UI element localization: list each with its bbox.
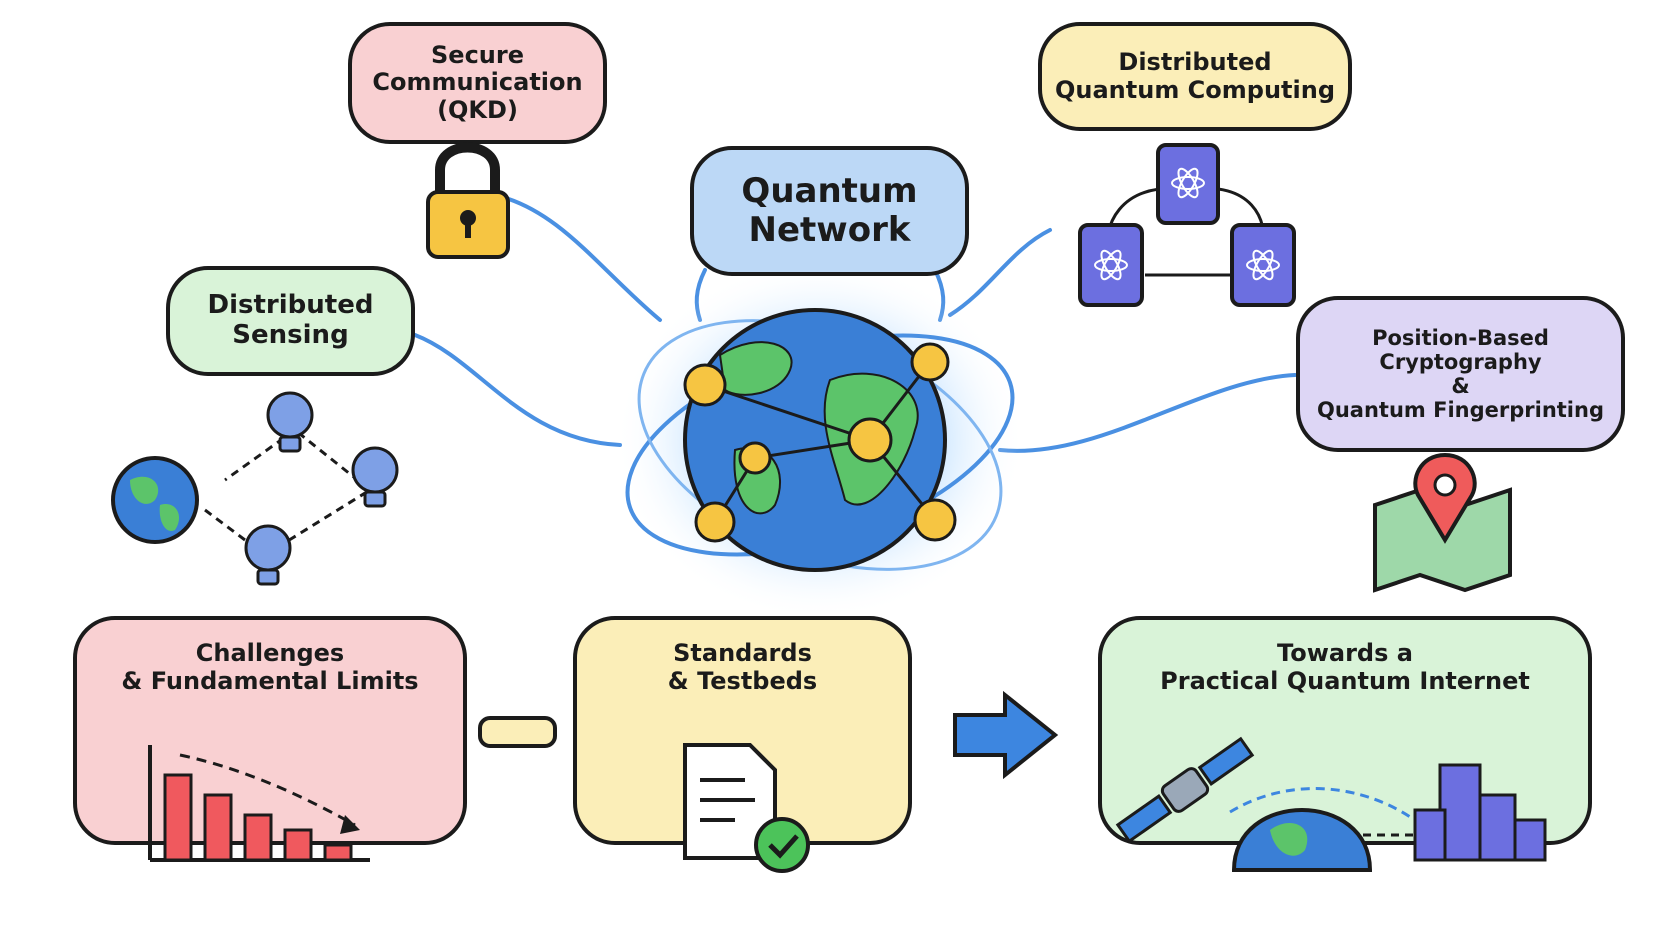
label-line: Quantum Fingerprinting: [1317, 398, 1604, 423]
satellite-dish-icon: [351, 446, 399, 494]
sensing-box: [166, 266, 415, 376]
quantum-network-box: [690, 146, 969, 276]
quantum-globe: [615, 260, 1025, 620]
quantum-network-title: Quantum Network: [692, 148, 967, 274]
connector-pill: [478, 716, 557, 748]
link-position: [998, 373, 1297, 453]
challenges-label: Challenges & Fundamental Limits: [75, 628, 465, 708]
label-line: Distributed: [1118, 47, 1272, 76]
network-node: [847, 417, 893, 463]
label-line: Sensing: [232, 320, 349, 350]
continent: [718, 341, 793, 396]
network-node: [738, 441, 772, 475]
network-nodes: [683, 342, 957, 543]
label-line: Cryptography: [1379, 349, 1542, 374]
label-line: & Testbeds: [667, 667, 818, 695]
satellite-dish-icon: [266, 391, 314, 439]
title-line: Network: [748, 210, 911, 250]
label-line: &: [1451, 374, 1470, 398]
label-line: (QKD): [437, 95, 518, 124]
quantum-devices: [1078, 143, 1296, 307]
standards-label: Standards & Testbeds: [575, 628, 910, 708]
internet-label: Towards a Practical Quantum Internet: [1100, 628, 1590, 708]
link-qkd: [493, 193, 662, 322]
city-buildings-icon: [1413, 763, 1547, 862]
network-node: [910, 342, 950, 382]
declining-bars-icon: [148, 745, 370, 862]
label-line: Quantum Computing: [1054, 75, 1336, 104]
padlock-icon: [426, 142, 510, 259]
map-pin-icon: [1373, 452, 1512, 593]
document-check-icon: [683, 743, 810, 873]
network-node: [694, 501, 736, 543]
quantum-internet-scene: [1115, 736, 1547, 872]
link-sensing: [413, 333, 622, 447]
dqc-box: [1038, 22, 1352, 131]
qkd-box: [348, 22, 607, 144]
dqc-label: Distributed Quantum Computing: [1040, 24, 1350, 129]
label-line: Challenges: [195, 639, 345, 668]
title-line: Quantum: [741, 170, 918, 211]
position-box: [1296, 296, 1625, 452]
sensing-network: [111, 391, 399, 586]
label-line: Communication: [372, 68, 583, 97]
label-line: Standards: [673, 639, 812, 668]
qkd-label: Secure Communication (QKD): [350, 24, 605, 142]
satellite-dish-icon: [244, 524, 292, 572]
label-line: Practical Quantum Internet: [1160, 667, 1530, 695]
label-line: Distributed: [207, 290, 374, 321]
quantum-device-icon: [1078, 223, 1144, 307]
label-line: Secure: [431, 40, 524, 69]
position-label: Position-Based Cryptography & Quantum Fi…: [1298, 298, 1623, 450]
network-node: [683, 363, 727, 407]
sensing-label: Distributed Sensing: [168, 268, 413, 374]
network-node: [913, 498, 957, 542]
flow-arrow-icon: [953, 690, 1059, 780]
link-dqc: [948, 228, 1052, 317]
label-line: Position-Based: [1372, 325, 1549, 350]
quantum-device-icon: [1156, 143, 1220, 225]
satellite-icon: [1115, 736, 1255, 844]
label-line: Towards a: [1277, 639, 1413, 668]
quantum-device-icon: [1230, 223, 1296, 307]
label-line: & Fundamental Limits: [121, 667, 419, 695]
